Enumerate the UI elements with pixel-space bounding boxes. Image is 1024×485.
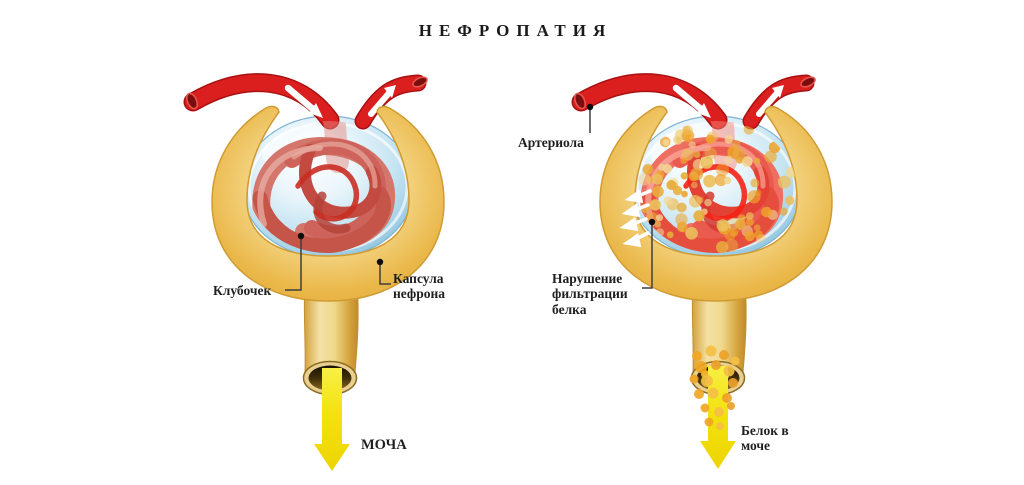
healthy-nephron-figure xyxy=(185,75,444,471)
glomerulus-label: Клубочек xyxy=(213,283,272,298)
protein-in-urine-label: Белок в моче xyxy=(741,423,789,454)
nephron-capsule-label: Капсула нефрона xyxy=(393,271,446,302)
urine-label: МОЧА xyxy=(361,437,407,453)
diseased-nephron-figure xyxy=(573,75,832,469)
page-title: НЕФРОПАТИЯ xyxy=(418,21,613,40)
protein-filtration-disorder-label: Нарушение фильтрации белка xyxy=(552,271,628,317)
protein-spill-dots xyxy=(689,345,740,430)
protein-leak-arrows xyxy=(619,189,652,248)
arteriole-label: Артериола xyxy=(518,135,584,150)
annotation-dots xyxy=(297,103,656,266)
urine-arrow xyxy=(314,368,350,471)
annotation-connectors xyxy=(285,110,653,291)
